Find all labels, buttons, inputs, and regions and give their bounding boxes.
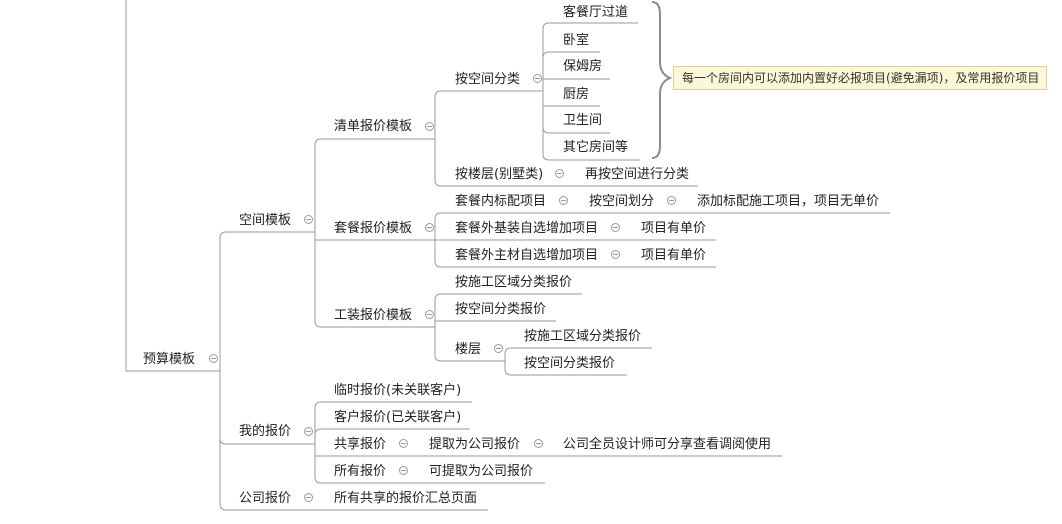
node-bathroom[interactable]: 卫生间 bbox=[563, 113, 603, 128]
collapse-toggle-icon[interactable] bbox=[555, 169, 564, 178]
collapse-toggle-icon[interactable] bbox=[399, 439, 408, 448]
node-customer-quote[interactable]: 客户报价(已关联客户) bbox=[334, 410, 462, 425]
node-floor-by-area[interactable]: 按施工区域分类报价 bbox=[524, 329, 642, 344]
collapse-toggle-icon[interactable] bbox=[611, 250, 620, 259]
node-other-rooms[interactable]: 其它房间等 bbox=[563, 140, 629, 155]
collapse-toggle-icon[interactable] bbox=[611, 223, 620, 232]
collapse-toggle-icon[interactable] bbox=[304, 493, 313, 502]
node-list-quote-template[interactable]: 清单报价模板 bbox=[334, 119, 413, 134]
collapse-toggle-icon[interactable] bbox=[425, 223, 434, 232]
node-shared-quote[interactable]: 共享报价 bbox=[334, 437, 387, 452]
node-work-quote-template[interactable]: 工装报价模板 bbox=[334, 308, 413, 323]
node-has-price[interactable]: 项目有单价 bbox=[641, 248, 707, 263]
node-has-price[interactable]: 项目有单价 bbox=[641, 221, 707, 236]
node-can-extract[interactable]: 可提取为公司报价 bbox=[429, 464, 534, 479]
collapse-toggle-icon[interactable] bbox=[534, 439, 543, 448]
node-company-quote[interactable]: 公司报价 bbox=[239, 491, 292, 506]
node-living-corridor[interactable]: 客餐厅过道 bbox=[563, 5, 629, 20]
collapse-toggle-icon[interactable] bbox=[399, 466, 408, 475]
node-add-standard-items[interactable]: 添加标配施工项目，项目无单价 bbox=[697, 194, 880, 209]
node-by-space-division[interactable]: 按空间划分 bbox=[589, 194, 655, 209]
node-space-template[interactable]: 空间模板 bbox=[239, 213, 292, 228]
node-budget-template[interactable]: 预算模板 bbox=[143, 352, 196, 367]
node-package-extra-material[interactable]: 套餐外主材自选增加项目 bbox=[455, 248, 599, 263]
callout-note[interactable]: 每一个房间内可以添加内置好必报项目(避免漏项)，及常用报价项目 bbox=[673, 66, 1047, 90]
node-package-standard[interactable]: 套餐内标配项目 bbox=[455, 194, 547, 209]
node-floor[interactable]: 楼层 bbox=[455, 342, 482, 357]
collapse-toggle-icon[interactable] bbox=[533, 74, 542, 83]
node-temp-quote[interactable]: 临时报价(未关联客户) bbox=[334, 383, 462, 398]
node-my-quote[interactable]: 我的报价 bbox=[239, 424, 292, 439]
collapse-toggle-icon[interactable] bbox=[209, 354, 218, 363]
node-floor-by-space[interactable]: 按空间分类报价 bbox=[524, 356, 616, 371]
node-nanny-room[interactable]: 保姆房 bbox=[563, 59, 603, 74]
node-extract-company[interactable]: 提取为公司报价 bbox=[429, 437, 521, 452]
node-work-by-space[interactable]: 按空间分类报价 bbox=[455, 302, 547, 317]
collapse-toggle-icon[interactable] bbox=[304, 215, 313, 224]
node-then-by-space[interactable]: 再按空间进行分类 bbox=[585, 167, 690, 182]
node-by-space[interactable]: 按空间分类 bbox=[455, 72, 521, 87]
collapse-toggle-icon[interactable] bbox=[425, 122, 434, 131]
node-all-shared-summary[interactable]: 所有共享的报价汇总页面 bbox=[334, 491, 478, 506]
collapse-toggle-icon[interactable] bbox=[304, 427, 313, 436]
node-all-designers[interactable]: 公司全员设计师可分享查看调阅使用 bbox=[563, 437, 772, 452]
node-all-quotes[interactable]: 所有报价 bbox=[334, 464, 387, 479]
collapse-toggle-icon[interactable] bbox=[494, 344, 503, 353]
node-package-extra-base[interactable]: 套餐外基装自选增加项目 bbox=[455, 221, 599, 236]
node-bedroom[interactable]: 卧室 bbox=[563, 33, 590, 48]
node-by-floor[interactable]: 按楼层(别墅类) bbox=[455, 167, 544, 182]
node-package-quote-template[interactable]: 套餐报价模板 bbox=[334, 221, 413, 236]
collapse-toggle-icon[interactable] bbox=[425, 310, 434, 319]
node-work-by-area[interactable]: 按施工区域分类报价 bbox=[455, 275, 573, 290]
collapse-toggle-icon[interactable] bbox=[667, 196, 676, 205]
collapse-toggle-icon[interactable] bbox=[559, 196, 568, 205]
node-kitchen[interactable]: 厨房 bbox=[563, 87, 590, 102]
